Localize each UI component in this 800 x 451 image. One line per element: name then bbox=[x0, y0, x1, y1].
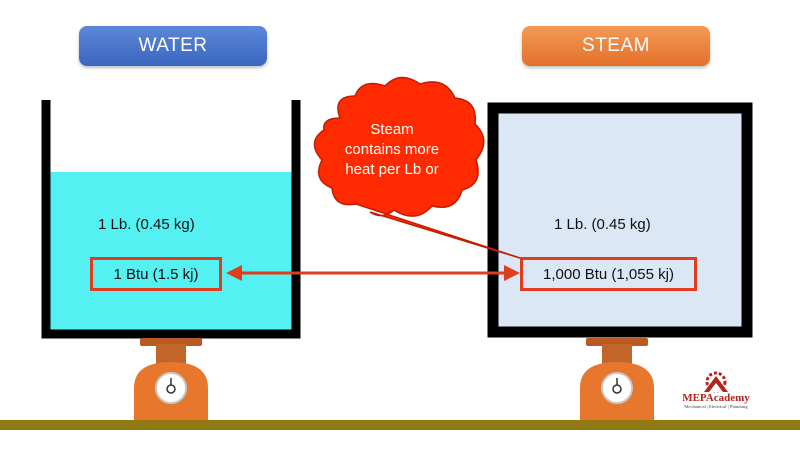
water-container bbox=[41, 100, 301, 339]
right-scale bbox=[580, 338, 654, 420]
water-title: WATER bbox=[79, 26, 267, 66]
logo-gear-icon bbox=[704, 371, 728, 393]
left-scale-dial bbox=[155, 372, 187, 404]
steam-fill bbox=[487, 102, 753, 338]
steam-mass-label: 1 Lb. (0.45 kg) bbox=[554, 216, 651, 233]
water-fill bbox=[50, 172, 292, 330]
callout-line-3: heat per Lb or bbox=[345, 161, 439, 178]
logo-name: MEPAcademy bbox=[682, 392, 750, 404]
logo-tagline: Mechanical | Electrical | Plumbing bbox=[684, 404, 748, 409]
floor-bar bbox=[0, 420, 800, 430]
steam-title: STEAM bbox=[522, 26, 710, 66]
water-mass-label: 1 Lb. (0.45 kg) bbox=[98, 216, 195, 233]
speech-callout bbox=[313, 76, 521, 259]
steam-heat-label: 1,000 Btu (1,055 kj) bbox=[520, 257, 697, 291]
right-scale-dial bbox=[601, 372, 633, 404]
left-scale bbox=[134, 338, 208, 420]
steam-container bbox=[487, 102, 753, 338]
callout-line-1: Steam bbox=[370, 121, 414, 138]
callout-line-2: contains more bbox=[344, 141, 440, 158]
callout-text: Steam contains more heat per Lb or bbox=[318, 120, 466, 180]
water-heat-label: 1 Btu (1.5 kj) bbox=[90, 257, 222, 291]
double-arrow bbox=[226, 265, 520, 281]
mep-academy-logo: MEPAcademy Mechanical | Electrical | Plu… bbox=[668, 370, 764, 409]
water-tank-walls bbox=[41, 100, 301, 339]
